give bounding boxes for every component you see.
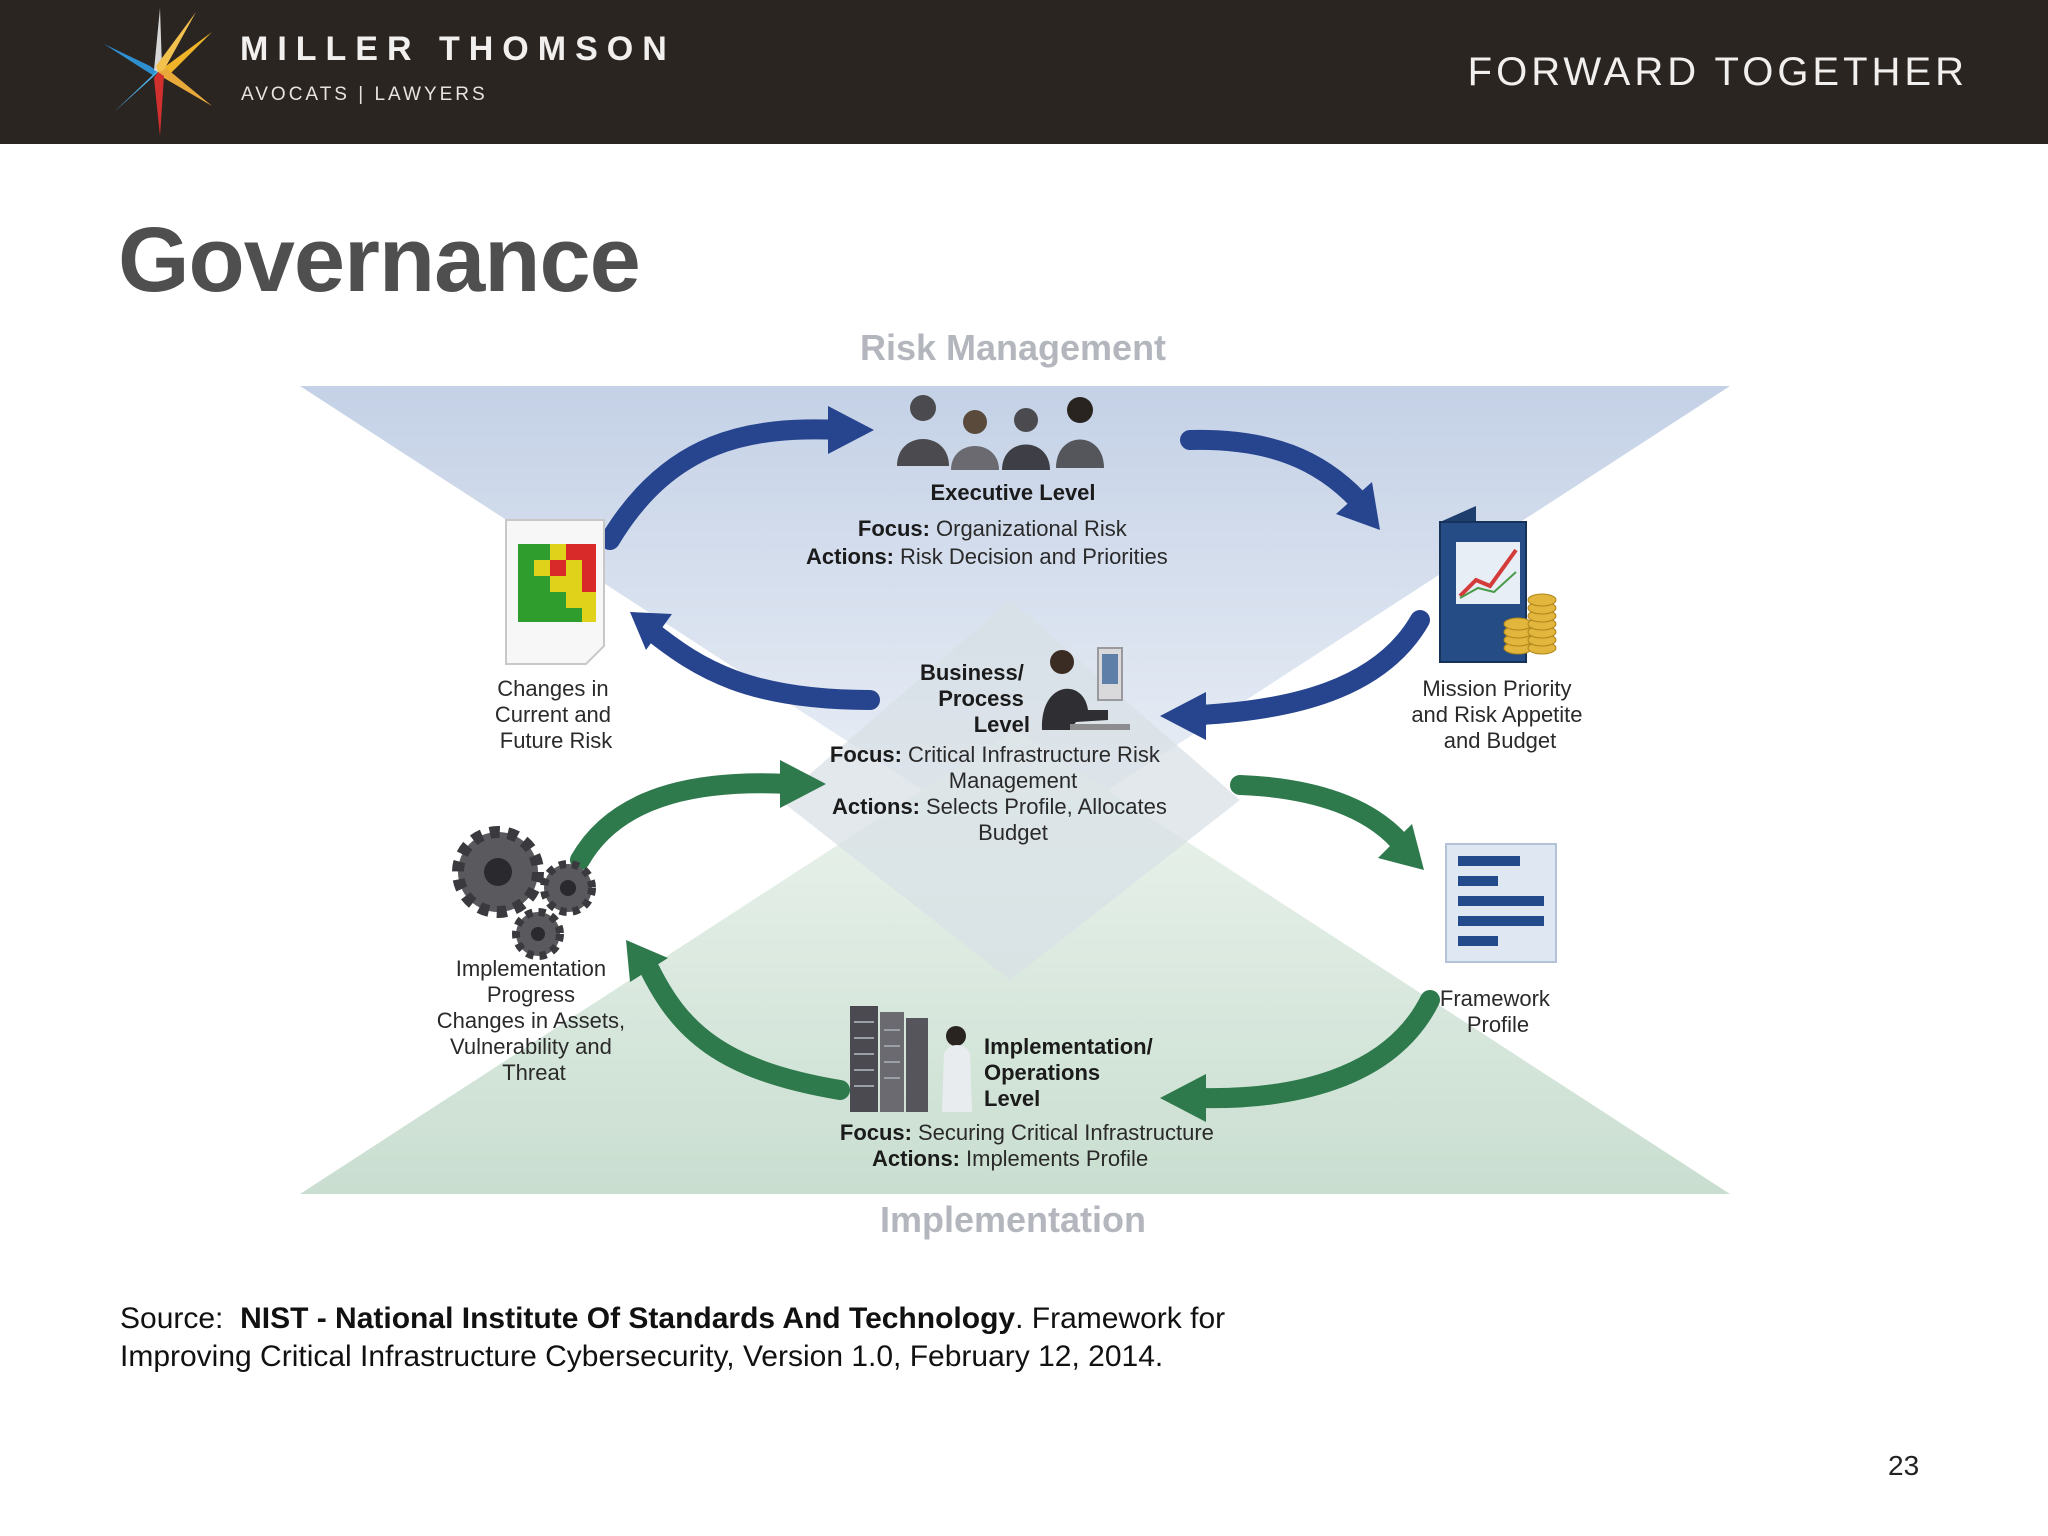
business-actions-line-1: Selects Profile, Allocates: [926, 794, 1167, 819]
source-citation: Source: NIST - National Institute Of Sta…: [120, 1300, 1320, 1376]
executive-people-icon: [897, 395, 1104, 470]
business-diamond: [780, 600, 1240, 980]
risk-management-label: Risk Management: [860, 330, 1166, 368]
implementation-focus-text: Securing Critical Infrastructure: [918, 1120, 1214, 1145]
executive-focus-label: Focus:: [858, 516, 930, 541]
brand-subtitle: AVOCATS | LAWYERS: [241, 84, 488, 105]
business-actions-label: Actions:: [832, 794, 920, 819]
implementation-label: Implementation: [880, 1199, 1146, 1240]
brand-name: MILLER THOMSON: [240, 30, 676, 68]
implementation-actions: Actions: Implements Profile: [872, 1146, 1148, 1171]
executive-focus: Focus: Organizational Risk: [858, 516, 1128, 541]
implementation-focus-label: Focus:: [840, 1120, 912, 1145]
arrow-business-to-framework: [1230, 775, 1408, 850]
business-focus-line-2: Management: [949, 768, 1077, 793]
implementation-actions-text: Implements Profile: [966, 1146, 1148, 1171]
arrow-framework-to-implementation-head: [1160, 1074, 1206, 1122]
executive-actions-text: Risk Decision and Priorities: [900, 544, 1168, 569]
arrow-implementation-to-progress: [640, 960, 850, 1100]
arrow-framework-to-implementation: [1190, 990, 1440, 1109]
framework-profile-icon: [1445, 843, 1557, 963]
governance-diagram: Risk Management Implementation Executive…: [300, 330, 1730, 1240]
executive-actions-label: Actions:: [806, 544, 894, 569]
arrow-progress-to-business-head: [780, 760, 826, 808]
business-focus-line-1: Critical Infrastructure Risk: [908, 742, 1161, 767]
arrow-progress-to-business: [570, 773, 800, 870]
business-actions-line-2: Budget: [978, 820, 1048, 845]
arrow-risk-to-executive: [600, 419, 850, 550]
page-number: 23: [1888, 1450, 1920, 1481]
business-analyst-computer-icon: [1041, 647, 1130, 730]
business-actions: Actions: Selects Profile, Allocates Budg…: [832, 794, 1167, 845]
gears-icon: [452, 826, 596, 960]
arrow-business-to-risk-head: [630, 612, 672, 650]
source-organization: NIST - National Institute Of Standards A…: [240, 1302, 1016, 1335]
mission-priority-label: Mission Priority and Risk Appetite and B…: [1411, 676, 1588, 753]
source-rest: . Framework for Improving Critical Infra…: [120, 1302, 1226, 1373]
arrow-executive-to-mission-head: [1336, 482, 1380, 530]
arrow-business-to-framework-head: [1378, 824, 1424, 870]
implementation-progress-label: Implementation Progress Changes in Asset…: [437, 956, 631, 1085]
changes-risk-label: Changes in Current and Future Risk: [495, 676, 617, 753]
implementation-heading: Implementation/ Operations Level: [984, 1034, 1159, 1111]
server-room-operator-icon: [850, 1006, 972, 1112]
arrow-business-to-risk: [640, 620, 880, 710]
star-logo-icon: [104, 8, 212, 136]
binder-chart-budget-icon: [1439, 506, 1557, 663]
arrow-mission-to-business: [1190, 610, 1430, 725]
page-title: Governance: [118, 209, 641, 311]
implementation-actions-label: Actions:: [872, 1146, 960, 1171]
header-bar: MILLER THOMSON AVOCATS | LAWYERS FORWARD…: [0, 0, 2048, 144]
executive-actions: Actions: Risk Decision and Priorities: [806, 544, 1168, 569]
executive-focus-text: Organizational Risk: [936, 516, 1128, 541]
business-heading: Business/ Process Level: [920, 660, 1030, 737]
business-focus-label: Focus:: [830, 742, 902, 767]
source-prefix: Source:: [120, 1302, 224, 1335]
tagline: FORWARD TOGETHER: [1467, 50, 1968, 94]
implementation-focus: Focus: Securing Critical Infrastructure: [840, 1120, 1214, 1145]
business-focus: Focus: Critical Infrastructure Risk Mana…: [830, 742, 1161, 793]
arrow-implementation-to-progress-head: [626, 940, 668, 982]
arrow-executive-to-mission: [1180, 429, 1368, 510]
arrow-mission-to-business-head: [1160, 692, 1206, 740]
risk-heatmap-document-icon: [505, 519, 605, 665]
executive-heading: Executive Level: [930, 480, 1095, 505]
framework-profile-label: Framework Profile: [1440, 986, 1556, 1037]
arrow-risk-to-executive-head: [828, 406, 874, 454]
